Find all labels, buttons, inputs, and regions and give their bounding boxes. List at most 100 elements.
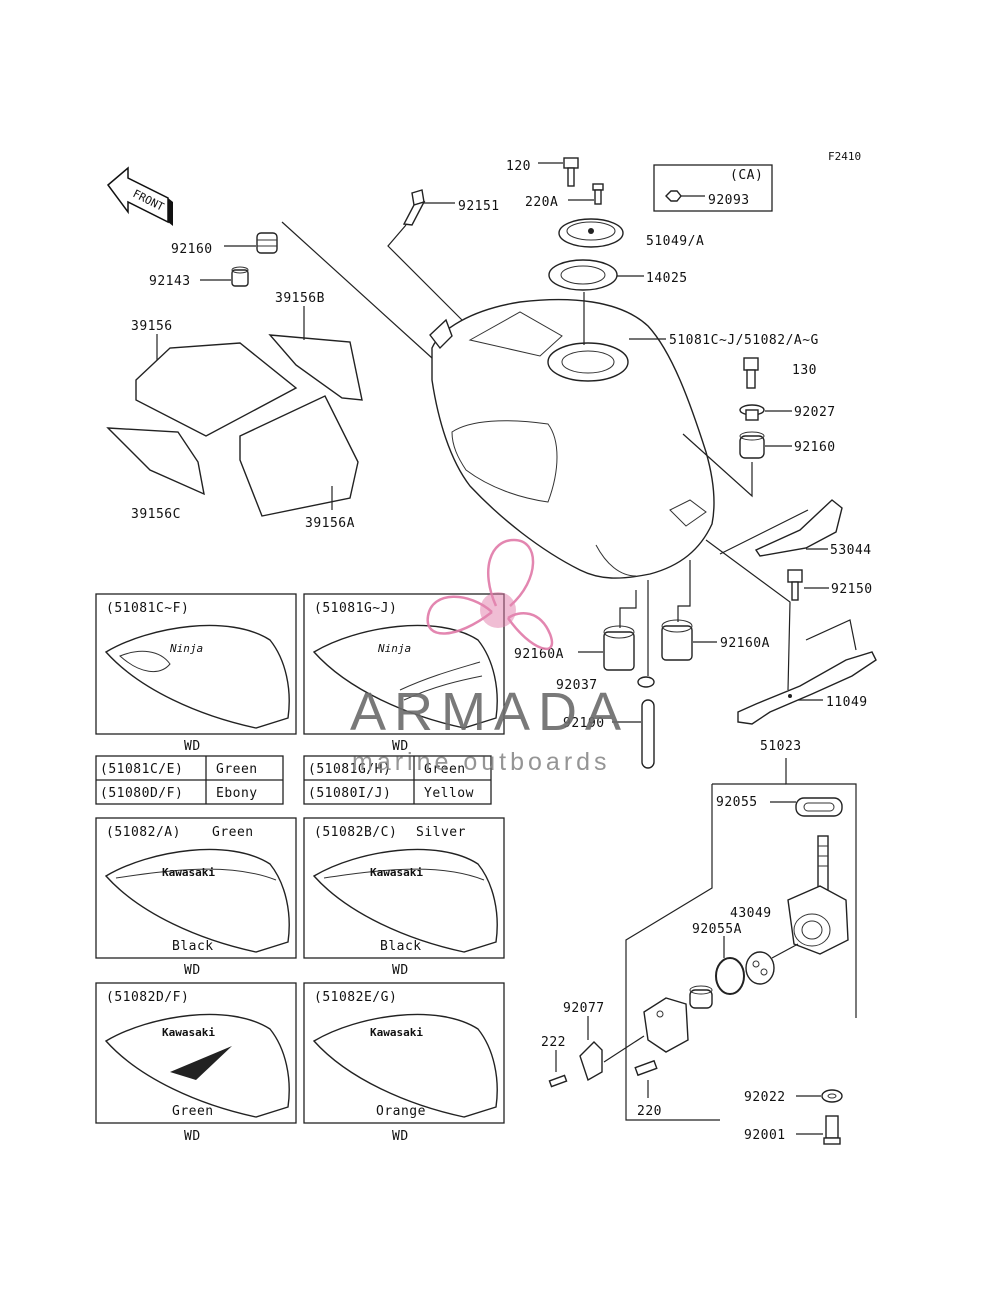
variant-caption: WD — [184, 1129, 201, 1144]
color-table-left: (51081C/E) Green (51080D/F) Ebony — [95, 755, 284, 805]
variant-caption: WD — [184, 963, 201, 978]
valve-stem-icon — [689, 985, 713, 1009]
variant-caption: WD — [184, 739, 201, 754]
callout-222: 222 — [541, 1035, 566, 1050]
table-cell: (51081C/E) — [100, 762, 183, 777]
nut-icon — [665, 190, 682, 202]
kawasaki-logo: Kawasaki — [370, 866, 423, 879]
variant-caption: WD — [392, 739, 409, 754]
damper-92160-right-icon — [739, 431, 765, 459]
screw-220-icon — [634, 1059, 658, 1077]
kawasaki-logo: Kawasaki — [162, 866, 215, 879]
damper-92160a-left-icon — [603, 625, 635, 671]
variant-title: (51082/A) — [106, 825, 181, 840]
pad-39156a-icon — [239, 395, 359, 517]
ninja-logo: Ninja — [169, 642, 203, 655]
valve-plate-icon — [745, 951, 775, 985]
variant-panel-51081c-f: (51081C~F) Ninja WD — [95, 593, 297, 754]
hose-92190-icon — [641, 699, 655, 769]
callout-130: 130 — [792, 363, 817, 378]
knob-92077-icon — [579, 1041, 603, 1082]
collar-92027-icon — [739, 404, 765, 421]
variant-title: (51081G~J) — [314, 601, 397, 616]
ninja-logo: Ninja — [377, 642, 411, 655]
bolt-92001-icon — [823, 1115, 841, 1145]
callout-43049: 43049 — [730, 906, 772, 921]
callout-92160-top: 92160 — [171, 242, 213, 257]
callout-92027: 92027 — [794, 405, 836, 420]
damper-92160a-right-icon — [661, 619, 693, 661]
callout-92190: 92190 — [563, 716, 605, 731]
variant-panel-51081g-j: (51081G~J) Ninja WD — [303, 593, 505, 754]
variant-panel-51082e-g: (51082E/G) Kawasaki Orange WD — [303, 982, 505, 1144]
variant-bottom-label: Black — [380, 939, 422, 954]
plate-220-icon — [643, 997, 689, 1053]
callout-92151: 92151 — [458, 199, 500, 214]
pad-39156b-icon — [268, 334, 363, 401]
table-cell: Green — [216, 762, 258, 777]
callout-92160a-right: 92160A — [720, 636, 770, 651]
fuel-cap-icon — [558, 218, 624, 248]
table-cell: (51080D/F) — [100, 786, 183, 801]
table-cell: (51080I/J) — [308, 786, 391, 801]
callout-220: 220 — [637, 1104, 662, 1119]
propeller-blade — [506, 611, 554, 651]
pad-39156-icon — [135, 342, 298, 437]
figure-code: F2410 — [828, 150, 861, 163]
variant-color-label: Green — [212, 825, 254, 840]
callout-92093: 92093 — [708, 193, 750, 208]
strip-53044-icon — [754, 499, 843, 557]
screw-222-icon — [548, 1074, 568, 1088]
bolt-220a-icon — [592, 183, 604, 205]
callout-92055a: 92055A — [692, 922, 742, 937]
ca-box: (CA) 92093 — [653, 164, 773, 212]
bolt-92150-icon — [787, 569, 803, 601]
variant-title: (51082D/F) — [106, 990, 189, 1005]
variant-caption: WD — [392, 1129, 409, 1144]
table-cell: Ebony — [216, 786, 258, 801]
variant-bottom-label: Green — [172, 1104, 214, 1119]
callout-11049: 11049 — [826, 695, 868, 710]
variant-title: (51082B/C) — [314, 825, 397, 840]
callout-92150: 92150 — [831, 582, 873, 597]
propeller-blade — [487, 538, 535, 607]
variant-panel-51082-a: (51082/A) Green Kawasaki Black WD — [95, 817, 297, 978]
damper-92160-icon — [256, 232, 278, 254]
bolt-120-icon — [563, 157, 579, 187]
kawasaki-logo: Kawasaki — [370, 1026, 423, 1039]
callout-92143: 92143 — [149, 274, 191, 289]
kawasaki-logo: Kawasaki — [162, 1026, 215, 1039]
fuel-tap-43049-icon — [787, 835, 849, 955]
callout-39156a: 39156A — [305, 516, 355, 531]
callout-220a: 220A — [525, 195, 558, 210]
variant-color-label: Silver — [416, 825, 466, 840]
propeller-blade — [426, 595, 493, 635]
callout-92160-right: 92160 — [794, 440, 836, 455]
o-ring-92055a-icon — [715, 957, 745, 995]
color-table-right: (51081G/H) Green (51080I/J) Yellow — [303, 755, 492, 805]
callout-51049a: 51049/A — [646, 234, 704, 249]
callout-120: 120 — [506, 159, 531, 174]
gasket-92055-icon — [795, 797, 843, 817]
variant-caption: WD — [392, 963, 409, 978]
table-cell: Green — [424, 762, 466, 777]
pad-39156c-icon — [106, 427, 205, 496]
callout-92022: 92022 — [744, 1090, 786, 1105]
callout-92160a-left: 92160A — [514, 647, 564, 662]
variant-bottom-label: Black — [172, 939, 214, 954]
bracket-11049-icon — [737, 651, 877, 725]
variant-title: (51081C~F) — [106, 601, 189, 616]
callout-92037: 92037 — [556, 678, 598, 693]
callout-39156b: 39156B — [275, 291, 325, 306]
bolt-92151-icon — [402, 189, 426, 226]
table-cell: (51081G/H) — [308, 762, 391, 777]
variant-bottom-label: Orange — [376, 1104, 426, 1119]
callout-92001: 92001 — [744, 1128, 786, 1143]
propeller-logo-icon — [426, 538, 554, 651]
callout-39156: 39156 — [131, 319, 173, 334]
variant-panel-51082d-f: (51082D/F) Kawasaki Green WD — [95, 982, 297, 1144]
callout-92077: 92077 — [563, 1001, 605, 1016]
ca-box-label: (CA) — [730, 168, 763, 183]
variant-title: (51082E/G) — [314, 990, 397, 1005]
